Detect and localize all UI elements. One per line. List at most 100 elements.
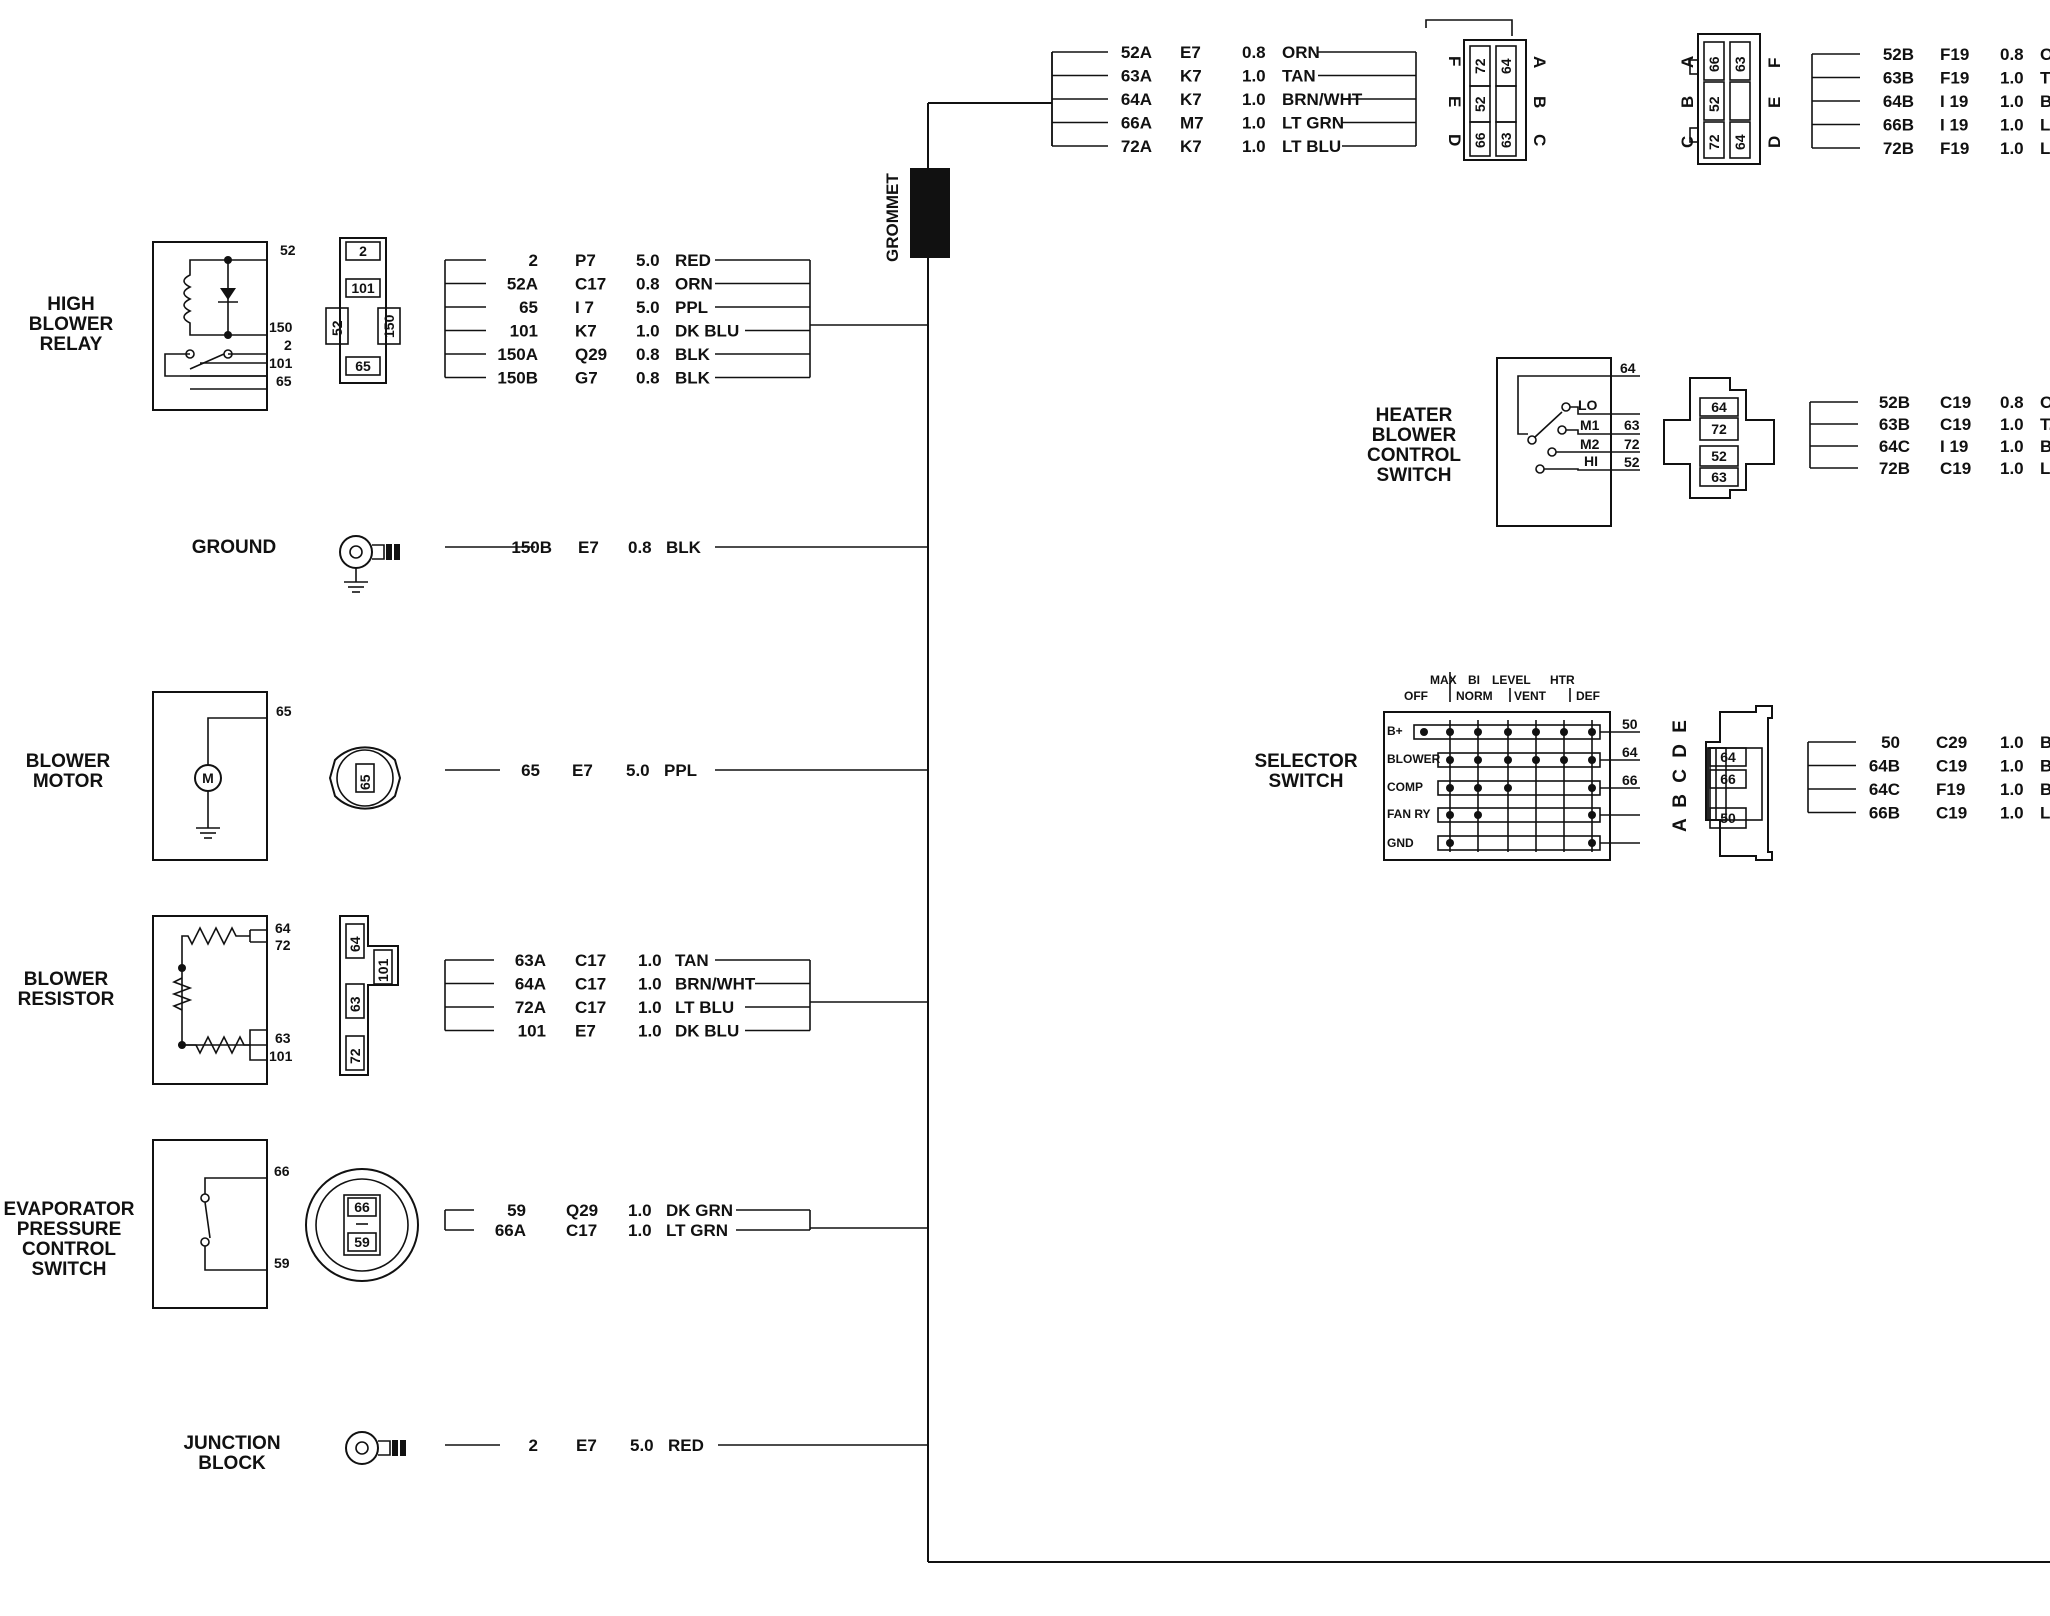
- mode-off: OFF: [1404, 689, 1428, 703]
- top-wire-0-loc: E7: [1180, 43, 1201, 62]
- junction-label-2: BLOCK: [198, 1453, 266, 1474]
- relay-conn-pin-150: 150: [381, 314, 397, 338]
- top-wire-0-circuit: 52A: [1121, 43, 1152, 62]
- heater-rotary-contact-icon: [1534, 411, 1563, 438]
- selector-conn-pin-66: 66: [1720, 771, 1736, 787]
- evap-conn-pin-66: 66: [354, 1199, 370, 1215]
- selector-wire-2-color: B: [2040, 780, 2050, 799]
- selector-switch-box: [1383, 711, 1611, 861]
- relay-label-1: HIGH: [47, 294, 95, 315]
- evap-connector: [305, 1168, 419, 1282]
- heater-label-4: SWITCH: [1377, 465, 1452, 486]
- evap-wire-0-loc: Q29: [566, 1201, 598, 1220]
- top-wire-3-loc: M7: [1180, 114, 1204, 133]
- heater-blower-control-switch: HEATER BLOWER CONTROL SWITCH LO M1 M2 HI…: [1367, 357, 1775, 527]
- relay-label-2: BLOWER: [29, 314, 114, 335]
- evap-label-4: SWITCH: [32, 1259, 107, 1280]
- top_right-wire-0-loc: F19: [1940, 45, 1969, 64]
- tc2-pin-72: 72: [1706, 134, 1722, 150]
- relay-wire-4-circuit: 150A: [497, 345, 538, 364]
- grommet-label: GROMMET: [883, 173, 902, 262]
- resistor-label-1: BLOWER: [24, 969, 109, 990]
- motor-connector: [328, 746, 402, 810]
- tc2-pin-63: 63: [1732, 56, 1748, 72]
- relay-wire-3-color: DK BLU: [675, 322, 739, 341]
- relay-wire-1-gauge: 0.8: [636, 275, 660, 294]
- relay-conn-pin-65: 65: [355, 358, 371, 374]
- harness-trunk: GROMMET: [883, 102, 2050, 1563]
- heater-pos-hi: HI: [1584, 453, 1598, 469]
- relay-connector: [339, 237, 387, 384]
- motor-wire-0-color: PPL: [664, 761, 697, 780]
- relay-wire-1-loc: C17: [575, 275, 606, 294]
- relay-wire-3-loc: K7: [575, 322, 597, 341]
- resistor-coil-icon: [178, 926, 250, 1046]
- heater-conn-pin-52: 52: [1711, 448, 1727, 464]
- resistor-conn-pin-64: 64: [347, 936, 363, 952]
- relay-wire-1-color: ORN: [675, 275, 713, 294]
- relay-wire-2-loc: I 7: [575, 298, 594, 317]
- resistor-wire-2-loc: C17: [575, 998, 606, 1017]
- ground-wire-0-color: BLK: [666, 538, 702, 557]
- junction-label-1: JUNCTION: [183, 1433, 280, 1454]
- top_right-wire-1-color: T: [2040, 69, 2050, 88]
- heater-wire-2-loc: I 19: [1940, 437, 1968, 456]
- tc1-pin-72: 72: [1472, 58, 1488, 74]
- relay-wire-4-loc: Q29: [575, 345, 607, 364]
- junction-wire-0-color: RED: [668, 1436, 704, 1455]
- top-wire-4-loc: K7: [1180, 137, 1202, 156]
- evap-wire-0-color: DK GRN: [666, 1201, 733, 1220]
- heater-pin-63: 63: [1624, 417, 1640, 433]
- heater-switch-box: [1496, 357, 1612, 527]
- top-connector-2: 66 63 52 72 64 A B C F E D: [1678, 33, 1784, 165]
- tc2-pin-64: 64: [1732, 134, 1748, 150]
- motor-label-1: BLOWER: [26, 751, 111, 772]
- selector-conn-pin-64: 64: [1720, 749, 1736, 765]
- selector-pin-50: 50: [1622, 716, 1638, 732]
- relay-coil-icon: [183, 259, 228, 336]
- evap-pin-59: 59: [274, 1255, 290, 1271]
- heater-wire-2-gauge: 1.0: [2000, 437, 2024, 456]
- heater-wire-1-color: T.: [2040, 415, 2050, 434]
- top-wire-0-color: ORN: [1282, 43, 1320, 62]
- motor-wire-0-circuit: 65: [521, 761, 540, 780]
- heater-label-1: HEATER: [1376, 405, 1453, 426]
- motor-pin: 65: [276, 703, 292, 719]
- relay-wire-0-circuit: 2: [529, 251, 538, 270]
- heater-label-3: CONTROL: [1367, 445, 1461, 466]
- top_right-wire-0-color: O: [2040, 45, 2050, 64]
- ring-terminal-icon: [345, 1431, 379, 1465]
- heater-pin-72: 72: [1624, 436, 1640, 452]
- heater-wire-2-circuit: 64C: [1879, 437, 1910, 456]
- tc1-letter-d: D: [1445, 134, 1464, 146]
- selector-wire-2-loc: F19: [1936, 780, 1965, 799]
- ground-wire-0-loc: E7: [578, 538, 599, 557]
- heater-pin-52: 52: [1624, 454, 1640, 470]
- relay-wire-3-gauge: 1.0: [636, 322, 660, 341]
- selector-row-blower: BLOWER: [1387, 752, 1441, 766]
- tc1-pin-66: 66: [1472, 132, 1488, 148]
- top_right-wire-0-gauge: 0.8: [2000, 45, 2024, 64]
- selector-wire-0-gauge: 1.0: [2000, 733, 2024, 752]
- tc1-letter-c: C: [1530, 134, 1549, 146]
- selector-side-letters: A B C D E: [1670, 717, 1691, 832]
- evap-wire-1-loc: C17: [566, 1221, 597, 1240]
- relay-wire-5-loc: G7: [575, 369, 598, 388]
- relay-wire-2-circuit: 65: [519, 298, 538, 317]
- relay-wire-4-color: BLK: [675, 345, 711, 364]
- mode-htr: HTR: [1550, 673, 1575, 687]
- resistor-wire-0-loc: C17: [575, 951, 606, 970]
- mode-vent: VENT: [1514, 689, 1547, 703]
- evap-label-3: CONTROL: [22, 1239, 116, 1260]
- resistor-wire-3-loc: E7: [575, 1022, 596, 1041]
- resistor-pin-63: 63: [275, 1030, 291, 1046]
- resistor-wire-1-circuit: 64A: [515, 975, 546, 994]
- relay-conn-pin-2: 2: [359, 243, 367, 259]
- resistor-wire-1-color: BRN/WHT: [675, 975, 756, 994]
- selector-wire-3-circuit: 66B: [1869, 804, 1900, 823]
- selector-wire-0-loc: C29: [1936, 733, 1967, 752]
- relay-conn-pin-101: 101: [351, 280, 375, 296]
- heater-wire-3-gauge: 1.0: [2000, 459, 2024, 478]
- top-wire-1-gauge: 1.0: [1242, 67, 1266, 86]
- tc2-letter-d: D: [1765, 136, 1784, 148]
